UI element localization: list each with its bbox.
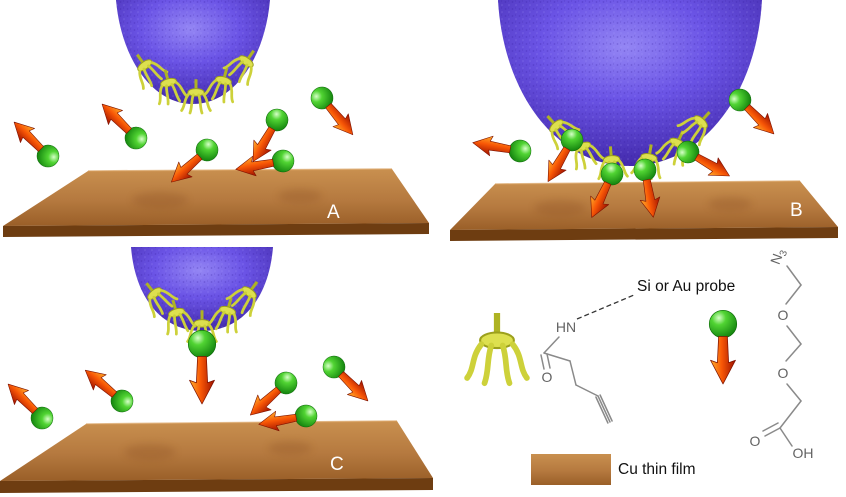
azide-molecule xyxy=(0,376,57,433)
copper-film-b xyxy=(450,180,838,241)
carbonyl-o-label: O xyxy=(542,369,553,385)
azide-molecule xyxy=(538,125,587,187)
probe-tip-a xyxy=(116,0,270,104)
hn-label: HN xyxy=(556,319,576,335)
acid-oh-label: OH xyxy=(793,445,814,461)
azide-molecule xyxy=(6,114,63,171)
panel-c: C xyxy=(0,247,433,493)
azide-molecule xyxy=(307,83,362,142)
panel-a: A xyxy=(3,0,429,237)
copper-film-c xyxy=(0,420,433,493)
copper-film-a xyxy=(3,168,429,237)
alkyne-amide-structure: HN O xyxy=(540,294,635,424)
azide-molecule xyxy=(471,132,533,164)
azide-molecule-icon xyxy=(709,310,737,384)
ether-o1-label: O xyxy=(778,307,789,323)
cu-film-label: Cu thin film xyxy=(618,461,696,478)
legend: HN O Si or Au probe N3 O O xyxy=(467,246,814,485)
azide-molecule xyxy=(78,362,137,417)
panel-label-b: B xyxy=(790,200,803,221)
azide-molecule xyxy=(318,351,375,408)
cu-film-swatch xyxy=(531,454,611,485)
panel-label-c: C xyxy=(330,454,344,475)
acid-o-label: O xyxy=(750,433,761,449)
azide-molecule xyxy=(673,137,735,186)
captured-molecule xyxy=(188,330,216,404)
azide-acid-structure: N3 O O O OH xyxy=(750,246,814,461)
panel-b: B xyxy=(450,0,838,241)
azide-molecule xyxy=(724,84,781,141)
azide-n3-label: N3 xyxy=(767,246,790,268)
panel-label-a: A xyxy=(327,202,340,223)
ether-o2-label: O xyxy=(778,365,789,381)
azide-molecule xyxy=(94,96,151,153)
alkyne-claw-icon xyxy=(467,313,527,383)
probe-tip-c xyxy=(131,247,273,331)
si-au-probe-label: Si or Au probe xyxy=(637,278,735,295)
probe-tip-b xyxy=(498,0,762,166)
